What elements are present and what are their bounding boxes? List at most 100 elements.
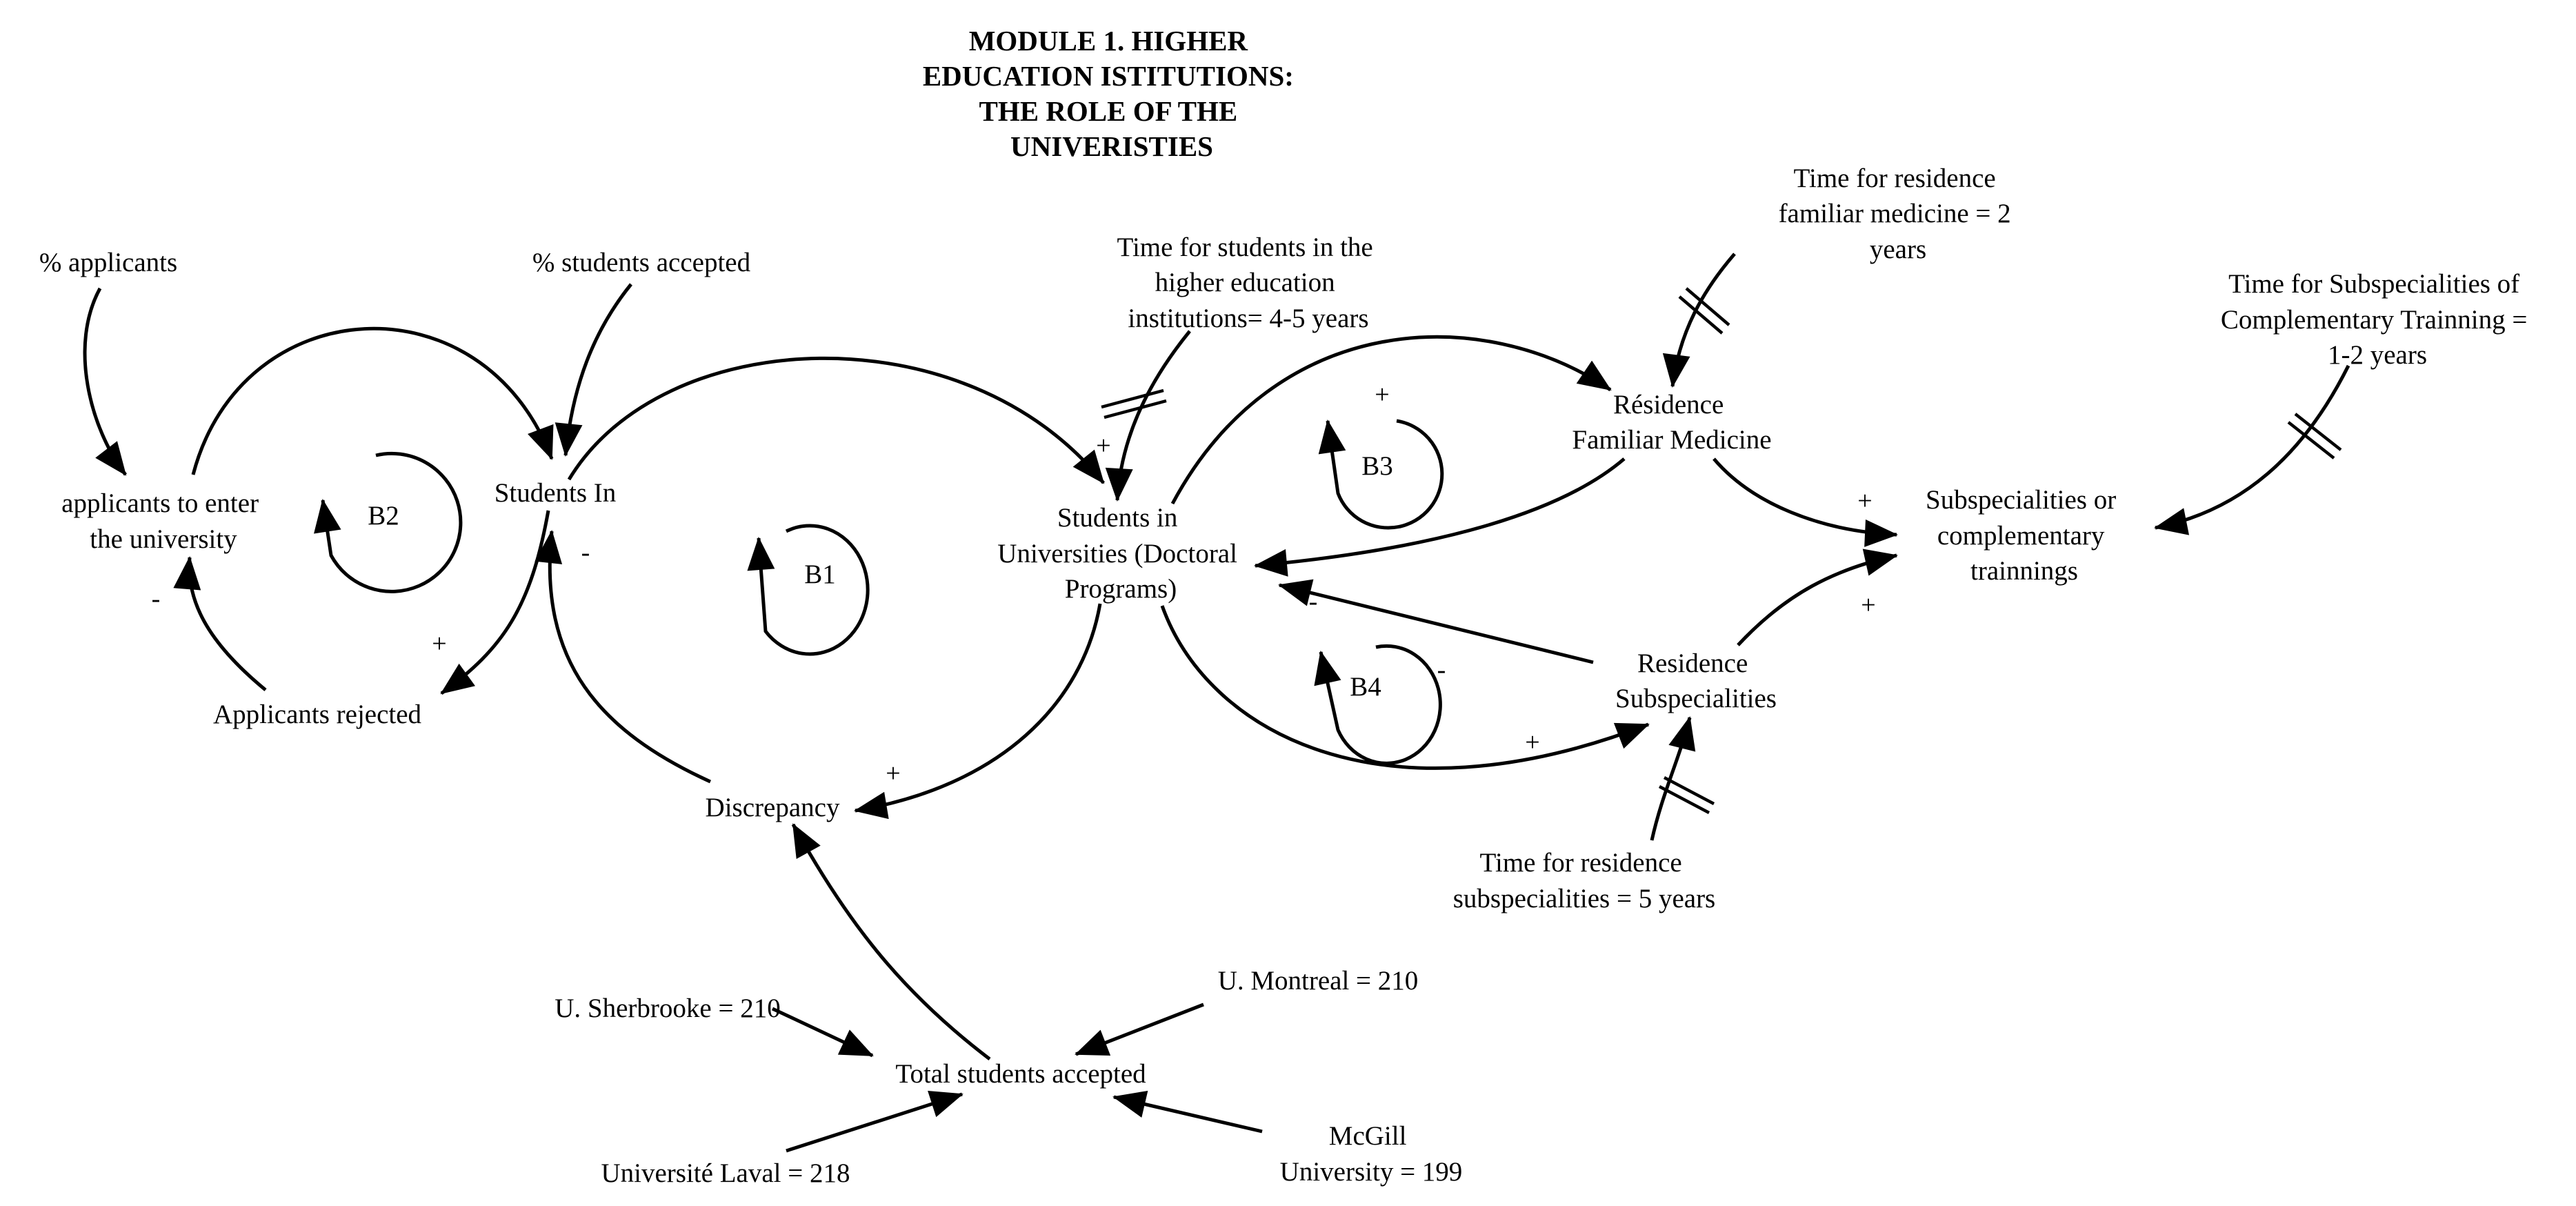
link-residence-fm-to-students-universities xyxy=(1254,457,1626,577)
node-line: % students accepted xyxy=(532,248,751,277)
node-residence-familiar-medicine: Résidence Familiar Medicine xyxy=(1572,390,1771,455)
polarity-signs: + + - + - + + + - + + - + xyxy=(152,380,1876,788)
link-mcgill-to-total xyxy=(1112,1090,1263,1134)
polarity-sign: - xyxy=(581,538,590,567)
node-line: Subspecialities or xyxy=(1926,485,2116,515)
polarity-sign: - xyxy=(1309,587,1318,616)
node-students-universities: Students in Universities (Doctoral Progr… xyxy=(997,503,1244,604)
link-residence-fm-to-subspecialities xyxy=(1713,457,1898,547)
loop-label: B4 xyxy=(1350,672,1381,702)
node-time-residence-sub: Time for residence subspecialities = 5 y… xyxy=(1453,848,1715,913)
node-line: Discrepancy xyxy=(706,793,840,822)
node-line: Time for residence xyxy=(1480,848,1682,878)
loop-label: B1 xyxy=(804,560,836,589)
node-line: Résidence xyxy=(1613,390,1724,419)
node-mcgill-university: McGill University = 199 xyxy=(1280,1121,1463,1187)
node-line: subspecialities = 5 years xyxy=(1453,884,1715,913)
link-time-students-to-students-universities xyxy=(1105,330,1191,502)
node-time-students: Time for students in the higher educatio… xyxy=(1117,233,1380,333)
link-montreal-to-total xyxy=(1075,1002,1204,1056)
link-pct-applicants-to-applicants xyxy=(83,287,127,476)
title-line: UNIVERISTIES xyxy=(1010,130,1213,162)
node-line: Students in xyxy=(1057,503,1177,533)
link-residence-sub-to-students-universities xyxy=(1278,579,1594,664)
node-line: higher education xyxy=(1155,268,1335,297)
link-discrepancy-to-students-in xyxy=(535,530,712,784)
polarity-sign: - xyxy=(1437,655,1446,684)
node-line: institutions= 4-5 years xyxy=(1128,304,1368,333)
link-students-universities-to-residence-sub xyxy=(1160,605,1650,770)
node-pct-students-accepted: % students accepted xyxy=(532,248,751,277)
node-subspecialities-or-complementary: Subspecialities or complementary trainni… xyxy=(1926,485,2123,586)
node-applicants-to-enter: applicants to enter the university xyxy=(61,488,266,554)
node-residence-subspecialities: Residence Subspecialities xyxy=(1615,649,1777,713)
link-total-accepted-to-discrepancy xyxy=(791,823,991,1060)
node-discrepancy: Discrepancy xyxy=(706,793,840,822)
polarity-sign: + xyxy=(1096,431,1110,460)
link-time-residence-sub-to-residence-sub xyxy=(1650,716,1696,841)
node-line: Universities (Doctoral xyxy=(997,539,1237,569)
polarity-sign: + xyxy=(1861,591,1875,620)
delay-mark xyxy=(1658,776,1715,814)
node-u-sherbrooke: U. Sherbrooke = 210 xyxy=(555,994,780,1023)
node-line: Programs) xyxy=(1065,574,1177,604)
node-line: trainnings xyxy=(1970,556,2078,586)
node-time-residence-fm: Time for residence familiar medicine = 2… xyxy=(1779,164,2018,264)
link-time-residence-fm-to-residence-fm xyxy=(1662,253,1736,388)
link-pct-accepted-to-students-in xyxy=(555,283,632,457)
polarity-sign: + xyxy=(1375,380,1389,409)
polarity-sign: + xyxy=(1525,728,1539,757)
node-line: complementary xyxy=(1937,521,2105,551)
delay-mark xyxy=(2287,413,2342,459)
node-time-subspecialities-ct: Time for Subspecialities of Complementar… xyxy=(2221,269,2534,370)
node-line: Time for students in the xyxy=(1117,233,1373,262)
node-line: U. Sherbrooke = 210 xyxy=(555,994,780,1023)
link-time-subspecialities-ct-to-subspecialities xyxy=(2154,364,2350,535)
loop-label: B2 xyxy=(368,501,399,531)
link-laval-to-total xyxy=(786,1091,963,1153)
node-line: Complementary Trainning = xyxy=(2221,305,2527,335)
delay-mark xyxy=(1678,287,1730,335)
node-line: years xyxy=(1870,235,1926,264)
polarity-sign: - xyxy=(152,584,161,613)
node-applicants-rejected: Applicants rejected xyxy=(213,700,422,729)
node-line: Applicants rejected xyxy=(213,700,422,729)
title-line: EDUCATION ISTITUTIONS: xyxy=(923,60,1294,92)
node-line: familiar medicine = 2 xyxy=(1779,199,2011,228)
node-students-in: Students In xyxy=(495,478,617,508)
node-universite-laval: Université Laval = 218 xyxy=(601,1158,850,1188)
loop-marker-b4: B4 xyxy=(1314,644,1442,765)
delay-marks xyxy=(1101,287,2342,814)
node-line: Total students accepted xyxy=(895,1059,1146,1089)
title-line: MODULE 1. HIGHER xyxy=(969,25,1248,57)
causal-links xyxy=(83,253,2350,1153)
polarity-sign: + xyxy=(563,412,577,441)
diagram-title: MODULE 1. HIGHER EDUCATION ISTITUTIONS: … xyxy=(923,25,1301,162)
title-line: THE ROLE OF THE xyxy=(979,95,1237,127)
node-pct-applicants: % applicants xyxy=(39,248,177,277)
node-line: % applicants xyxy=(39,248,177,277)
node-line: U. Montreal = 210 xyxy=(1218,966,1419,996)
link-students-universities-to-discrepancy xyxy=(854,603,1102,820)
polarity-sign: + xyxy=(432,629,446,658)
delay-mark xyxy=(1101,388,1167,419)
node-line: Université Laval = 218 xyxy=(601,1158,850,1188)
loop-marker-b3: B3 xyxy=(1318,419,1444,530)
node-line: Students In xyxy=(495,478,617,508)
node-line: Residence xyxy=(1637,649,1748,678)
loop-markers: B2 B1 B3 B4 xyxy=(314,419,1444,765)
link-residence-sub-to-subspecialities xyxy=(1737,548,1898,646)
link-applicants-to-students-in xyxy=(191,326,554,475)
node-line: University = 199 xyxy=(1280,1157,1463,1187)
loop-label: B3 xyxy=(1361,451,1393,481)
node-line: Time for Subspecialities of xyxy=(2228,269,2519,299)
link-sherbrooke-to-total xyxy=(771,1007,874,1058)
nodes: % applicants % students accepted applica… xyxy=(39,164,2534,1188)
link-rejected-to-applicants xyxy=(173,556,267,691)
loop-marker-b2: B2 xyxy=(314,451,463,593)
polarity-sign: + xyxy=(886,759,900,788)
node-line: Time for residence xyxy=(1794,164,1996,193)
loop-marker-b1: B1 xyxy=(747,524,870,656)
node-line: applicants to enter xyxy=(61,488,259,518)
